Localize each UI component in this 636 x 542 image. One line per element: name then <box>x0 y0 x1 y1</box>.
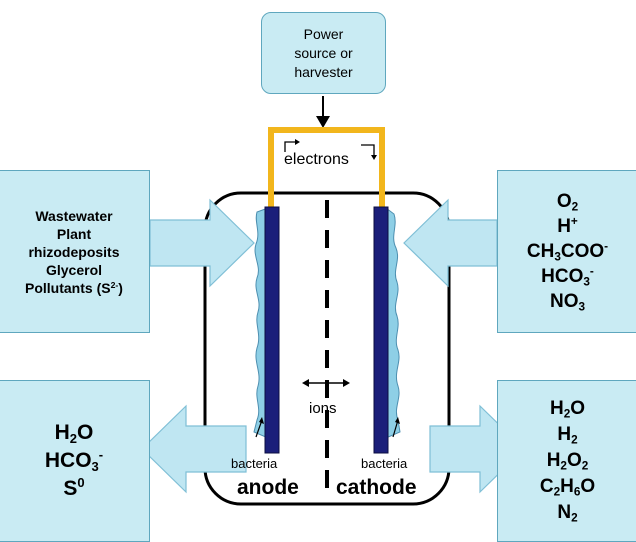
output-left-2: HCO3- <box>44 447 104 474</box>
input-left-5: Pollutants (S2-) <box>25 279 123 296</box>
cathode-electrode <box>373 206 389 454</box>
cathode-label: cathode <box>336 476 417 499</box>
electron-direction-arrow-left <box>284 141 295 152</box>
output-right-1: H2O <box>549 398 586 421</box>
input-right-4: HCO3- <box>541 264 594 289</box>
power-line-3: harvester <box>294 63 353 80</box>
power-line-1: Power <box>303 25 344 42</box>
input-left-1: Wastewater <box>35 207 113 224</box>
ion-arrowhead-right <box>343 379 350 387</box>
input-arrow-right <box>403 198 498 288</box>
ions-label: ions <box>309 400 337 417</box>
input-right-2: H+ <box>557 214 578 237</box>
cathode-outputs-box: H2O H2 H2O2 C2H6O N2 <box>497 380 636 542</box>
electron-wire <box>268 127 385 208</box>
bacteria-pointer-left-head <box>259 417 264 424</box>
bacteria-pointer-right-head <box>395 417 400 424</box>
bacteria-label-left: bacteria <box>231 456 278 471</box>
output-right-4: C2H6O <box>539 476 596 499</box>
input-arrow-left <box>149 198 255 288</box>
input-right-3: CH3COO- <box>526 239 609 264</box>
output-arrow-left <box>141 404 247 494</box>
ion-arrowhead-left <box>302 379 309 387</box>
electron-direction-arrowhead-left <box>295 139 300 145</box>
input-left-2: Plant <box>56 225 92 242</box>
power-arrow-head <box>316 116 330 128</box>
output-right-5: N2 <box>557 502 578 525</box>
electrons-label: electrons <box>284 151 349 168</box>
input-left-3: rhizodeposits <box>28 243 120 260</box>
output-right-2: H2 <box>557 424 578 447</box>
power-source-box: Power source or harvester <box>261 12 386 94</box>
cathode-biofilm <box>385 207 401 439</box>
output-left-3: S0 <box>63 475 85 500</box>
power-line-2: source or <box>294 44 353 61</box>
output-right-3: H2O2 <box>546 450 589 473</box>
cathode-inputs-box: O2 H+ CH3COO- HCO3- NO3 <box>497 170 636 333</box>
input-right-1: O2 <box>556 191 579 214</box>
anode-electrode <box>264 206 280 454</box>
input-right-5: NO3 <box>549 291 586 314</box>
output-left-1: H2O <box>54 421 94 446</box>
anode-outputs-box: H2O HCO3- S0 <box>0 380 150 542</box>
electron-direction-arrowhead-right <box>371 155 377 160</box>
input-left-4: Glycerol <box>45 261 103 278</box>
anode-label: anode <box>237 476 299 499</box>
anode-inputs-box: Wastewater Plant rhizodeposits Glycerol … <box>0 170 150 333</box>
bacteria-label-right: bacteria <box>361 456 408 471</box>
bacteria-pointer-left <box>255 419 263 438</box>
electron-direction-arrow-right <box>361 144 375 156</box>
